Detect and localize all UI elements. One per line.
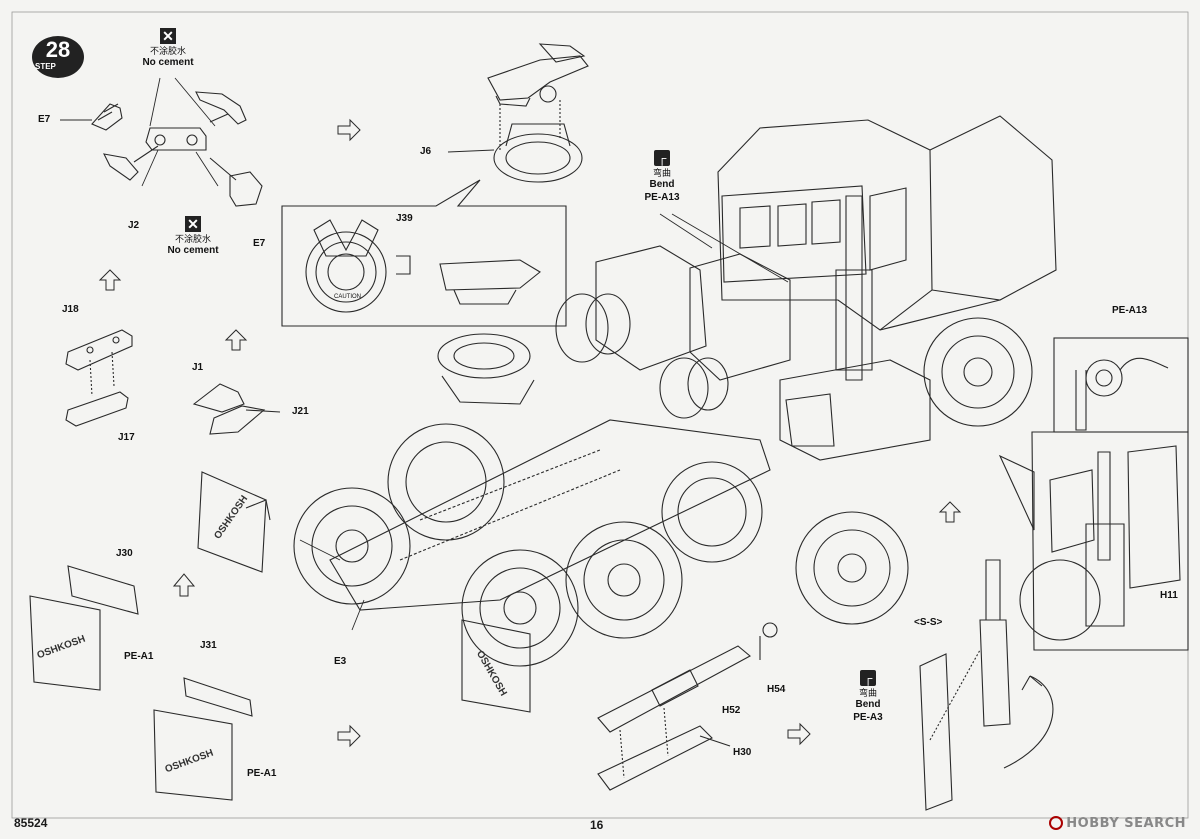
part-label-e7-bottom: E7 [253,238,266,249]
callout-j39 [281,179,567,327]
direction-arrows [98,118,962,748]
part-label-h54: H54 [767,684,786,695]
part-label-j30: J30 [116,548,133,559]
watermark-logo-icon [1049,816,1064,830]
catalog-number: 85524 [14,816,48,830]
part-label-pe-a13-inset: PE-A13 [1112,305,1148,316]
part-label-j39: J39 [396,213,413,224]
part-label-j21: J21 [292,406,309,417]
step-label: STEP [35,62,56,71]
part-label-pe-a1-left: PE-A1 [124,651,154,662]
part-label-j31: J31 [200,640,217,651]
part-label-pe-a1-bottom: PE-A1 [247,768,277,779]
mudflap-parts [29,471,531,801]
exhaust-parts [597,622,778,791]
fifth-wheel-caution: CAUTION [334,294,361,300]
part-label-j17: J17 [118,432,135,443]
part-label-j1: J1 [192,362,204,373]
pe-a3-and-pipe [919,559,1054,811]
part-label-e3: E3 [334,656,347,667]
fifth-wheel-parts [447,43,589,183]
part-label-h52: H52 [722,705,741,716]
bend-note-top: ┌ 弯曲 Bend PE-A13 [644,150,680,203]
bend-icon: ┌ [654,150,670,166]
bend-note-bottom: ┌ 弯曲 Bend PE-A3 [853,670,883,723]
bend-icon: ┌ [860,670,876,686]
part-label-e7-top: E7 [38,114,51,125]
no-cement-icon: ✕ [160,28,176,44]
page-number: 16 [590,818,604,832]
step-number: 28 [45,37,71,62]
left-small-parts [65,329,281,435]
part-label-h11: H11 [1160,590,1178,601]
truck-main-body [293,115,1057,667]
no-cement-note-top: ✕ 不涂胶水 No cement [142,28,194,69]
inset-pe-a13 [1053,337,1189,433]
part-label-h30: H30 [733,747,752,758]
part-label-j18: J18 [62,304,79,315]
no-cement-icon: ✕ [185,216,201,232]
no-cement-note-mid: ✕ 不涂胶水 No cement [167,216,219,257]
hitch-pin-assembly [60,77,263,207]
inset-h11 [998,431,1189,651]
section-label-s-s: <S-S> [914,617,943,628]
step-badge: 28 STEP [31,35,85,79]
part-label-j2: J2 [128,220,140,231]
part-label-j6: J6 [420,146,432,157]
watermark: HOBBY SEARCH [1049,816,1186,831]
